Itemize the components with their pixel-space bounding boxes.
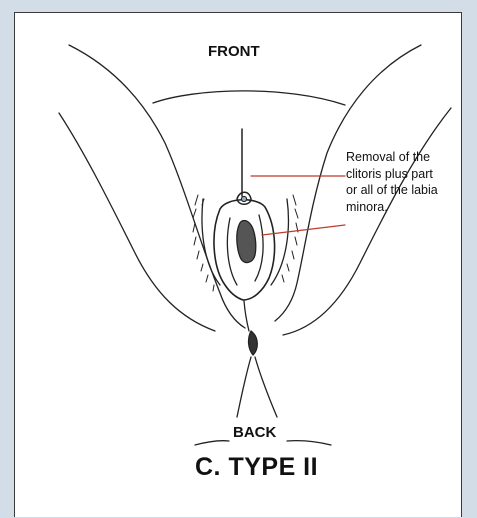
inner-fold-left [227, 218, 237, 285]
annotation-text: Removal of the clitoris plus part or all… [346, 149, 438, 215]
annotation-line: or all of the labia [346, 182, 438, 199]
back-label: BACK [233, 424, 276, 441]
anatomy-illustration [15, 13, 463, 518]
anus-shape [249, 331, 258, 355]
back-underline-right [287, 441, 331, 445]
right-buttock-outline [283, 108, 451, 335]
right-hatching [282, 195, 298, 282]
left-buttock-outline [59, 113, 215, 331]
vaginal-opening [237, 221, 256, 263]
left-thigh-outline [69, 45, 245, 328]
diagram-caption: C. TYPE II [195, 453, 318, 482]
left-labia-majora [202, 199, 220, 285]
perineum-line [244, 301, 249, 331]
lower-fold-left [237, 357, 251, 417]
annotation-line: minora. [346, 199, 438, 216]
back-underline-left [195, 441, 229, 445]
front-label: FRONT [208, 43, 260, 60]
annotation-line: clitoris plus part [346, 166, 438, 183]
clitoris-marker [241, 196, 246, 201]
lower-fold-right [255, 357, 277, 417]
diagram-panel: FRONT Removal of the clitoris plus part … [14, 12, 462, 517]
pointer-line-labia [262, 225, 345, 235]
annotation-line: Removal of the [346, 149, 438, 166]
right-labia-majora [271, 199, 288, 285]
abdomen-curve [153, 91, 345, 105]
